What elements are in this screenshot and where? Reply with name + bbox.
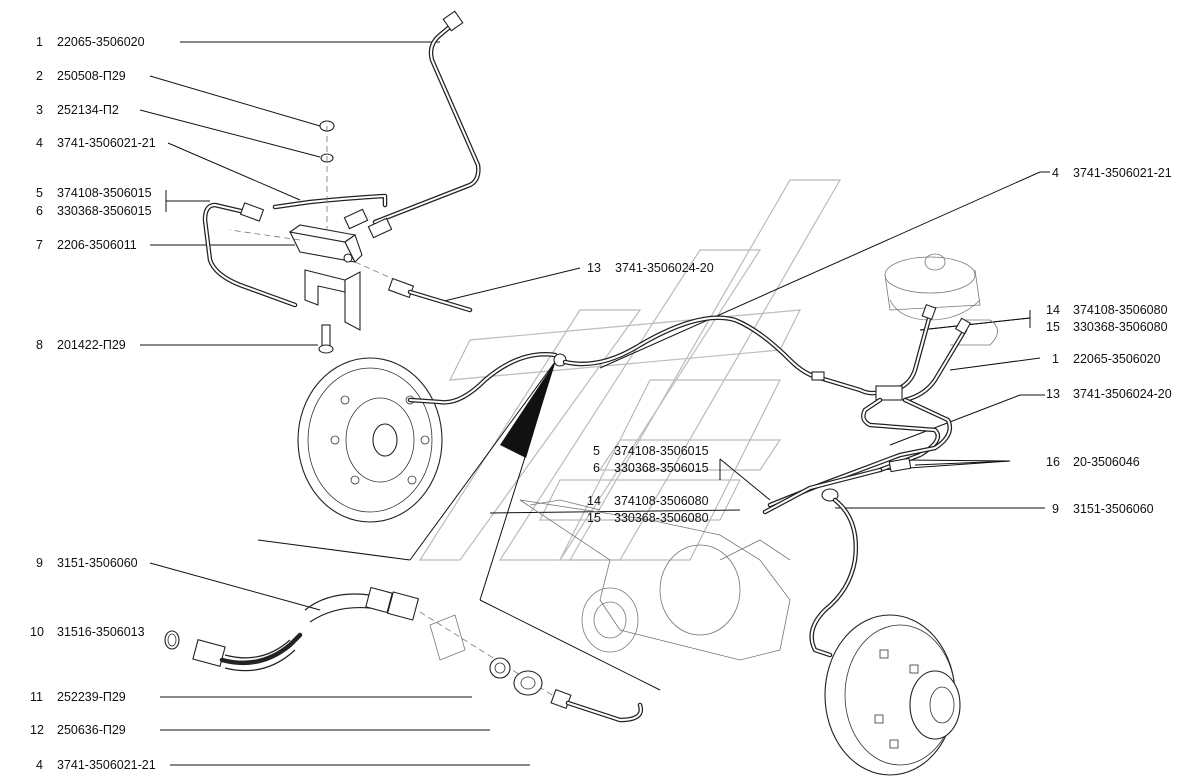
callout-num: 13 [1046, 387, 1060, 401]
main-brake-pipe [562, 315, 883, 396]
callout-code: 252134-П2 [57, 103, 119, 117]
callout-code: 3741-3506021-21 [1073, 166, 1172, 180]
callout-code: 22065-3506020 [57, 35, 145, 49]
callout-code: 3741-3506021-21 [57, 758, 156, 772]
callout-code: 3741-3506024-20 [1073, 387, 1172, 401]
callout-code: 3741-3506021-21 [57, 136, 156, 150]
callout-num: 1 [1052, 352, 1059, 366]
callout-num: 6 [593, 461, 600, 475]
callout-code: 3741-3506024-20 [615, 261, 714, 275]
callout-code: 330368-3506015 [614, 461, 709, 475]
callout-num: 8 [36, 338, 43, 352]
callout-num: 15 [1046, 320, 1060, 334]
callout-num: 3 [36, 103, 43, 117]
callout-num: 6 [36, 204, 43, 218]
callout-code: 3151-3506060 [57, 556, 138, 570]
callout-num: 15 [587, 511, 601, 525]
callout-code: 3151-3506060 [1073, 502, 1154, 516]
rear-pipes [762, 397, 953, 658]
master-cylinder [875, 253, 998, 403]
callout-num: 16 [1046, 455, 1060, 469]
callout-code: 250636-П29 [57, 723, 126, 737]
callout-num: 5 [593, 444, 600, 458]
callout-num: 4 [36, 758, 43, 772]
callout-num: 2 [36, 69, 43, 83]
callout-code: 374108-3506080 [614, 494, 709, 508]
hose-detail [164, 586, 644, 723]
callout-num: 9 [1052, 502, 1059, 516]
callout-code: 250508-П29 [57, 69, 126, 83]
left-leaders [139, 41, 530, 766]
callout-num: 13 [587, 261, 601, 275]
tee-fitting-assembly [202, 10, 481, 354]
callout-num: 12 [30, 723, 44, 737]
callout-num: 1 [36, 35, 43, 49]
callout-code: 330368-3506015 [57, 204, 152, 218]
callout-num: 11 [30, 690, 43, 704]
callout-num: 5 [36, 186, 43, 200]
callout-code: 22065-3506020 [1073, 352, 1161, 366]
right-callouts: 4 3741-3506021-21 14 374108-3506080 15 3… [1046, 166, 1172, 516]
callout-num: 9 [36, 556, 43, 570]
callout-code: 31516-3506013 [57, 625, 145, 639]
left-callouts: 1 22065-3506020 2 250508-П29 3 252134-П2… [30, 35, 156, 772]
callout-code: 330368-3506080 [1073, 320, 1168, 334]
callout-code: 374108-3506015 [614, 444, 709, 458]
callout-num: 7 [36, 238, 43, 252]
callout-code: 20-3506046 [1073, 455, 1140, 469]
callout-code: 201422-П29 [57, 338, 126, 352]
callout-code: 252239-П29 [57, 690, 126, 704]
callout-num: 14 [1046, 303, 1060, 317]
callout-code: 374108-3506080 [1073, 303, 1168, 317]
callout-code: 330368-3506080 [614, 511, 709, 525]
callout-code: 374108-3506015 [57, 186, 152, 200]
rear-axle [519, 499, 791, 661]
callout-num: 14 [587, 494, 601, 508]
center-callouts: 13 3741-3506024-20 5 374108-3506015 6 33… [587, 261, 714, 525]
callout-code: 2206-3506011 [57, 238, 137, 252]
detail-wedge [409, 361, 661, 691]
callout-num: 4 [1052, 166, 1059, 180]
right-leaders [257, 171, 1050, 561]
callout-num: 4 [36, 136, 43, 150]
rear-brake-drum [824, 614, 961, 776]
callout-num: 10 [30, 625, 44, 639]
